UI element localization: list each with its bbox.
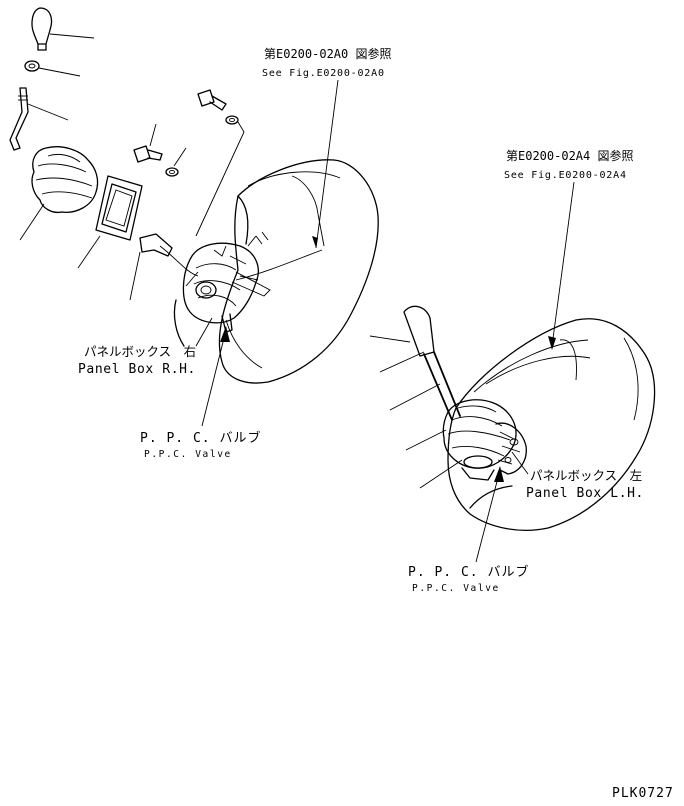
boot-frame [77, 175, 143, 269]
panel-box-lh [447, 318, 656, 531]
bolt-b [197, 89, 227, 111]
ppc-lh-jp: P. P. C. バルブ [408, 564, 529, 580]
nut [24, 60, 81, 77]
ref-lh-jp: 第E0200-02A4 図参照 [506, 148, 633, 163]
ref-leader-lh [548, 181, 575, 350]
bracket [129, 233, 199, 301]
ppc-leader-lh [475, 466, 504, 563]
lh-part-leaders [369, 335, 463, 489]
panel-box-rh [218, 159, 379, 384]
panel-rh-leader [195, 317, 213, 347]
ppc-leader-rh [201, 326, 230, 427]
ppc-lh-en: P.P.C. Valve [412, 583, 500, 594]
lever-knob [31, 7, 95, 51]
panel-lh-en: Panel Box L.H. [526, 486, 644, 501]
panel-lh-jp: パネルボックス 左 [530, 468, 642, 483]
ref-leader-rh [235, 79, 339, 281]
ref-lh-en: See Fig.E0200-02A4 [504, 170, 627, 181]
ppc-rh-en: P.P.C. Valve [144, 449, 232, 460]
ref-rh-jp: 第E0200-02A0 図参照 [264, 46, 391, 61]
drawing-code: PLK0727 [612, 786, 674, 801]
ppc-valve-lh-assembly [495, 422, 527, 475]
ppc-rh-jp: P. P. C. バルブ [140, 430, 261, 446]
lever-lh [403, 305, 461, 421]
lever-boot [19, 146, 99, 241]
ppc-valve-rh-assembly [173, 235, 271, 347]
washer-b [225, 115, 239, 125]
panel-rh-jp: パネルボックス 右 [84, 344, 196, 359]
panel-lh-leader [511, 451, 529, 475]
lever-rod [9, 87, 69, 151]
washer-a [165, 147, 187, 177]
ref-rh-en: See Fig.E0200-02A0 [262, 68, 385, 79]
panel-rh-en: Panel Box R.H. [78, 362, 196, 377]
bolt-a [133, 123, 163, 163]
